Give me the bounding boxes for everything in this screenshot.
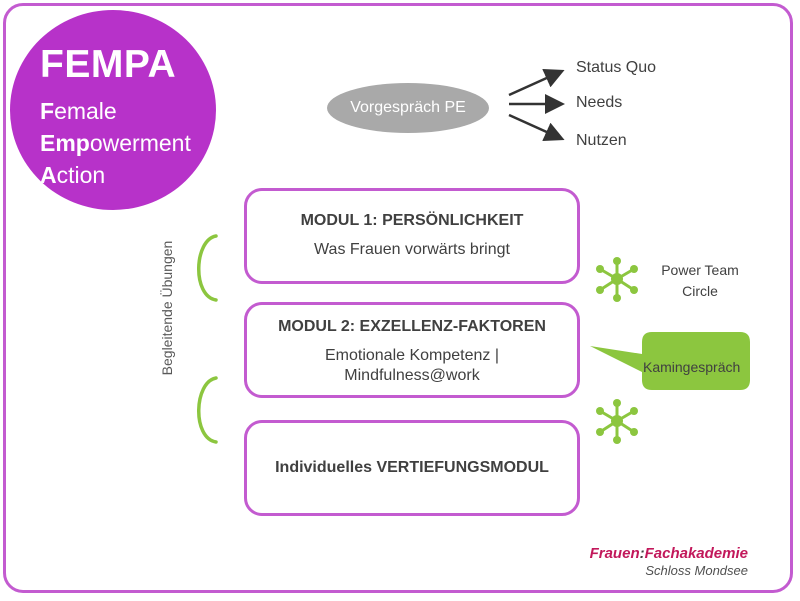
fempa-logo-circle: FEMPA Female Empowerment Action [10,10,216,210]
module-1-box: MODUL 1: PERSÖNLICHKEIT Was Frauen vorwä… [244,188,580,284]
side-label: Begleitende Übungen [159,240,175,376]
module-3-title: Individuelles VERTIEFUNGSMODUL [275,459,549,476]
logo-title: FEMPA [40,43,177,86]
callout-label-wrap: Kamingespräch [590,332,752,392]
slide-frame [3,3,793,593]
pre-talk-pill: Vorgespräch PE [327,83,489,133]
module-3-box: Individuelles VERTIEFUNGSMODUL [244,420,580,516]
power-team-label: Power Team Circle [661,262,739,299]
outcome-needs: Needs [576,94,623,111]
logo-line-empowerment: Empowerment [40,130,191,156]
logo-line-female: Female [40,98,117,124]
arrow-status-quo [508,69,565,97]
callout-label: Kamingespräch [643,359,741,375]
arrow-nutzen [508,113,565,141]
logo-line-action: Action [40,162,106,188]
module-2-subtitle-line1: Emotionale Kompetenz | [324,347,500,364]
bracket-bottom [197,376,218,444]
speech-bubble [590,332,750,390]
outcome-arrows [508,69,565,141]
outcome-nutzen: Nutzen [576,132,627,149]
brand-subtitle: Schloss Mondsee [645,563,748,578]
network-icon [596,257,638,302]
module-1-subtitle: Was Frauen vorwärts bringt [314,241,510,258]
network-icon-2 [596,399,638,444]
module-2-subtitle-line2: Mindfulness@work [344,367,480,384]
bracket-top [197,234,218,302]
module-2-box: MODUL 2: EXZELLENZ-FAKTOREN Emotionale K… [244,302,580,398]
outcome-status-quo: Status Quo [576,59,657,76]
brand-logo: Frauen:Fachakademie Schloss Mondsee [570,545,748,578]
module-2-title: MODUL 2: EXZELLENZ-FAKTOREN [278,318,546,335]
module-1-title: MODUL 1: PERSÖNLICHKEIT [300,212,524,229]
brand-name: Frauen:Fachakademie [589,545,748,562]
